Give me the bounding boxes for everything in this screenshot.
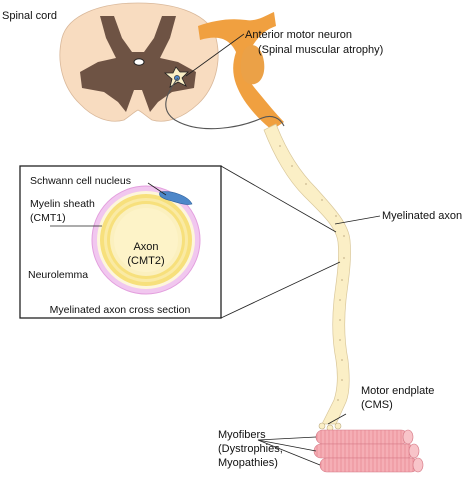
schwann-nucleus-icon bbox=[159, 191, 193, 205]
label-cms: (CMS) bbox=[361, 399, 393, 411]
label-myofibers: Myofibers bbox=[218, 429, 266, 441]
label-myelinated-axon: Myelinated axon bbox=[382, 210, 462, 222]
label-myopathies: Myopathies) bbox=[218, 457, 278, 469]
myofiber-1 bbox=[315, 429, 409, 445]
nerve-root-bulge bbox=[240, 45, 265, 85]
myofiber-3 bbox=[319, 457, 419, 473]
spinal-cord bbox=[59, 2, 219, 122]
myofiber-2 bbox=[313, 443, 415, 459]
label-myelin-sheath: Myelin sheath bbox=[30, 198, 95, 210]
motor-endplate bbox=[318, 422, 342, 432]
nodes-of-ranvier bbox=[279, 145, 345, 401]
label-dystrophies: (Dystrophies, bbox=[218, 443, 283, 455]
label-axon: Axon bbox=[133, 241, 158, 253]
label-cmt2: (CMT2) bbox=[127, 255, 164, 267]
label-cmt1: (CMT1) bbox=[30, 212, 66, 224]
motor-axon-line bbox=[165, 77, 285, 130]
cross-section-inset bbox=[19, 165, 341, 319]
central-canal bbox=[133, 58, 145, 66]
label-spinal-cord: Spinal cord bbox=[2, 10, 57, 22]
label-sma: (Spinal muscular atrophy) bbox=[258, 44, 383, 56]
label-motor-endplate: Motor endplate bbox=[361, 385, 434, 397]
axon-core bbox=[114, 208, 178, 272]
label-schwann-nucleus: Schwann cell nucleus bbox=[30, 175, 131, 187]
myofibers bbox=[313, 429, 424, 473]
label-anterior-motor-neuron: Anterior motor neuron bbox=[245, 29, 352, 41]
label-cross-section: Myelinated axon cross section bbox=[50, 304, 191, 316]
label-neurolemma: Neurolemma bbox=[28, 269, 88, 281]
leader-lines bbox=[50, 33, 381, 466]
myelinated-axon bbox=[263, 123, 351, 425]
motor-neuron-nucleus bbox=[174, 75, 180, 81]
